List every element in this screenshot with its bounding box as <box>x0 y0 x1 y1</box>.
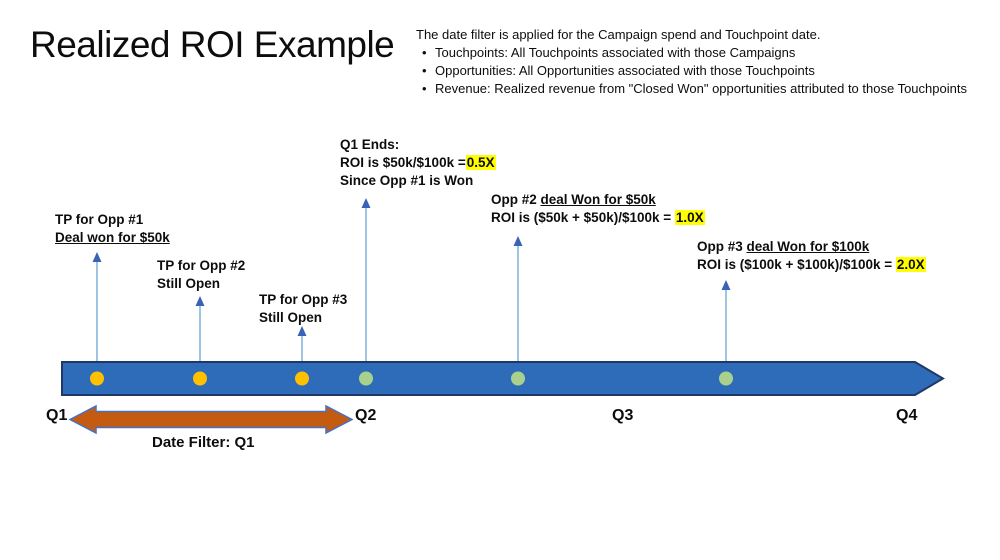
annotation-line: Since Opp #1 is Won <box>340 172 496 190</box>
info-bullet: • Opportunities: All Opportunities associ… <box>416 62 996 80</box>
annotation-line: ROI is ($50k + $50k)/$100k = 1.0X <box>491 209 705 227</box>
info-bullet: • Revenue: Realized revenue from "Closed … <box>416 80 996 98</box>
underlined-text: deal Won for $50k <box>540 192 656 207</box>
date-filter-arrow <box>68 404 354 435</box>
bullet-icon: • <box>422 45 427 60</box>
annotation-text: Q1 Ends: <box>340 137 400 152</box>
annotation-text: Since Opp #1 is Won <box>340 173 474 188</box>
bullet-icon: • <box>422 81 427 96</box>
annotation-text: Still Open <box>259 310 323 325</box>
annotation-text: TP for Opp #1 <box>55 212 144 227</box>
annotation-line: Deal won for $50k <box>55 229 170 247</box>
annotation-line: ROI is $50k/$100k =0.5X <box>340 154 496 172</box>
annotation-text: ROI is ($50k + $50k)/$100k = <box>491 210 675 225</box>
quarter-label-q1: Q1 <box>46 407 68 424</box>
timeline-bar <box>61 361 945 396</box>
underlined-text: Deal won for $50k <box>55 230 170 245</box>
annotation-text: TP for Opp #2 <box>157 258 246 273</box>
annotation-tp-opp3: TP for Opp #3 Still Open <box>259 291 347 327</box>
annotation-line: Still Open <box>157 275 245 293</box>
touchpoint-opp2-dot <box>193 371 207 386</box>
bullet-icon: • <box>422 63 427 78</box>
arrow-up-icon <box>513 236 523 246</box>
roi-highlight: 1.0X <box>674 210 705 225</box>
annotation-line: TP for Opp #1 <box>55 211 170 229</box>
underlined-text: deal Won for $100k <box>746 239 870 254</box>
info-intro: The date filter is applied for the Campa… <box>416 27 821 42</box>
roi-highlight: 2.0X <box>895 257 926 272</box>
annotation-tp-opp2: TP for Opp #2 Still Open <box>157 257 245 293</box>
arrow-up-icon <box>195 296 205 306</box>
opp3-won-dot <box>719 371 733 386</box>
annotation-line: Still Open <box>259 309 347 327</box>
annotation-line: Opp #2 deal Won for $50k <box>491 191 705 209</box>
arrow-up-icon <box>297 326 307 336</box>
opp2-won-dot <box>511 371 525 386</box>
annotation-text: Still Open <box>157 276 221 291</box>
touchpoint-opp1-dot <box>90 371 104 386</box>
arrow-up-icon <box>361 198 371 208</box>
annotation-text: ROI is ($100k + $100k)/$100k = <box>697 257 896 272</box>
annotation-line: TP for Opp #3 <box>259 291 347 309</box>
roi-highlight: 0.5X <box>465 155 496 170</box>
annotation-text: TP for Opp #3 <box>259 292 348 307</box>
q1-end-dot <box>359 371 373 386</box>
info-bullet-text: Revenue: Realized revenue from "Closed W… <box>435 81 967 96</box>
quarter-label-q2: Q2 <box>355 407 377 424</box>
annotation-text: ROI is $50k/$100k = <box>340 155 466 170</box>
date-filter-label: Date Filter: Q1 <box>152 434 255 451</box>
touchpoint-opp3-dot <box>295 371 309 386</box>
info-bullet-text: Opportunities: All Opportunities associa… <box>435 63 815 78</box>
arrow-up-icon <box>721 280 731 290</box>
info-bullet-text: Touchpoints: All Touchpoints associated … <box>435 45 796 60</box>
annotation-line: Opp #3 deal Won for $100k <box>697 238 926 256</box>
slide-title: Realized ROI Example <box>30 24 395 65</box>
info-block: The date filter is applied for the Campa… <box>416 26 996 98</box>
quarter-label-q4: Q4 <box>896 407 918 424</box>
quarter-label-q3: Q3 <box>612 407 634 424</box>
annotation-text: Opp #3 <box>697 239 747 254</box>
info-bullets: • Touchpoints: All Touchpoints associated… <box>416 44 996 98</box>
arrow-up-icon <box>92 252 102 262</box>
annotation-line: ROI is ($100k + $100k)/$100k = 2.0X <box>697 256 926 274</box>
info-bullet: • Touchpoints: All Touchpoints associated… <box>416 44 996 62</box>
annotation-line: Q1 Ends: <box>340 136 496 154</box>
annotation-tp-opp1: TP for Opp #1 Deal won for $50k <box>55 211 170 247</box>
annotation-line: TP for Opp #2 <box>157 257 245 275</box>
annotation-text: Opp #2 <box>491 192 541 207</box>
